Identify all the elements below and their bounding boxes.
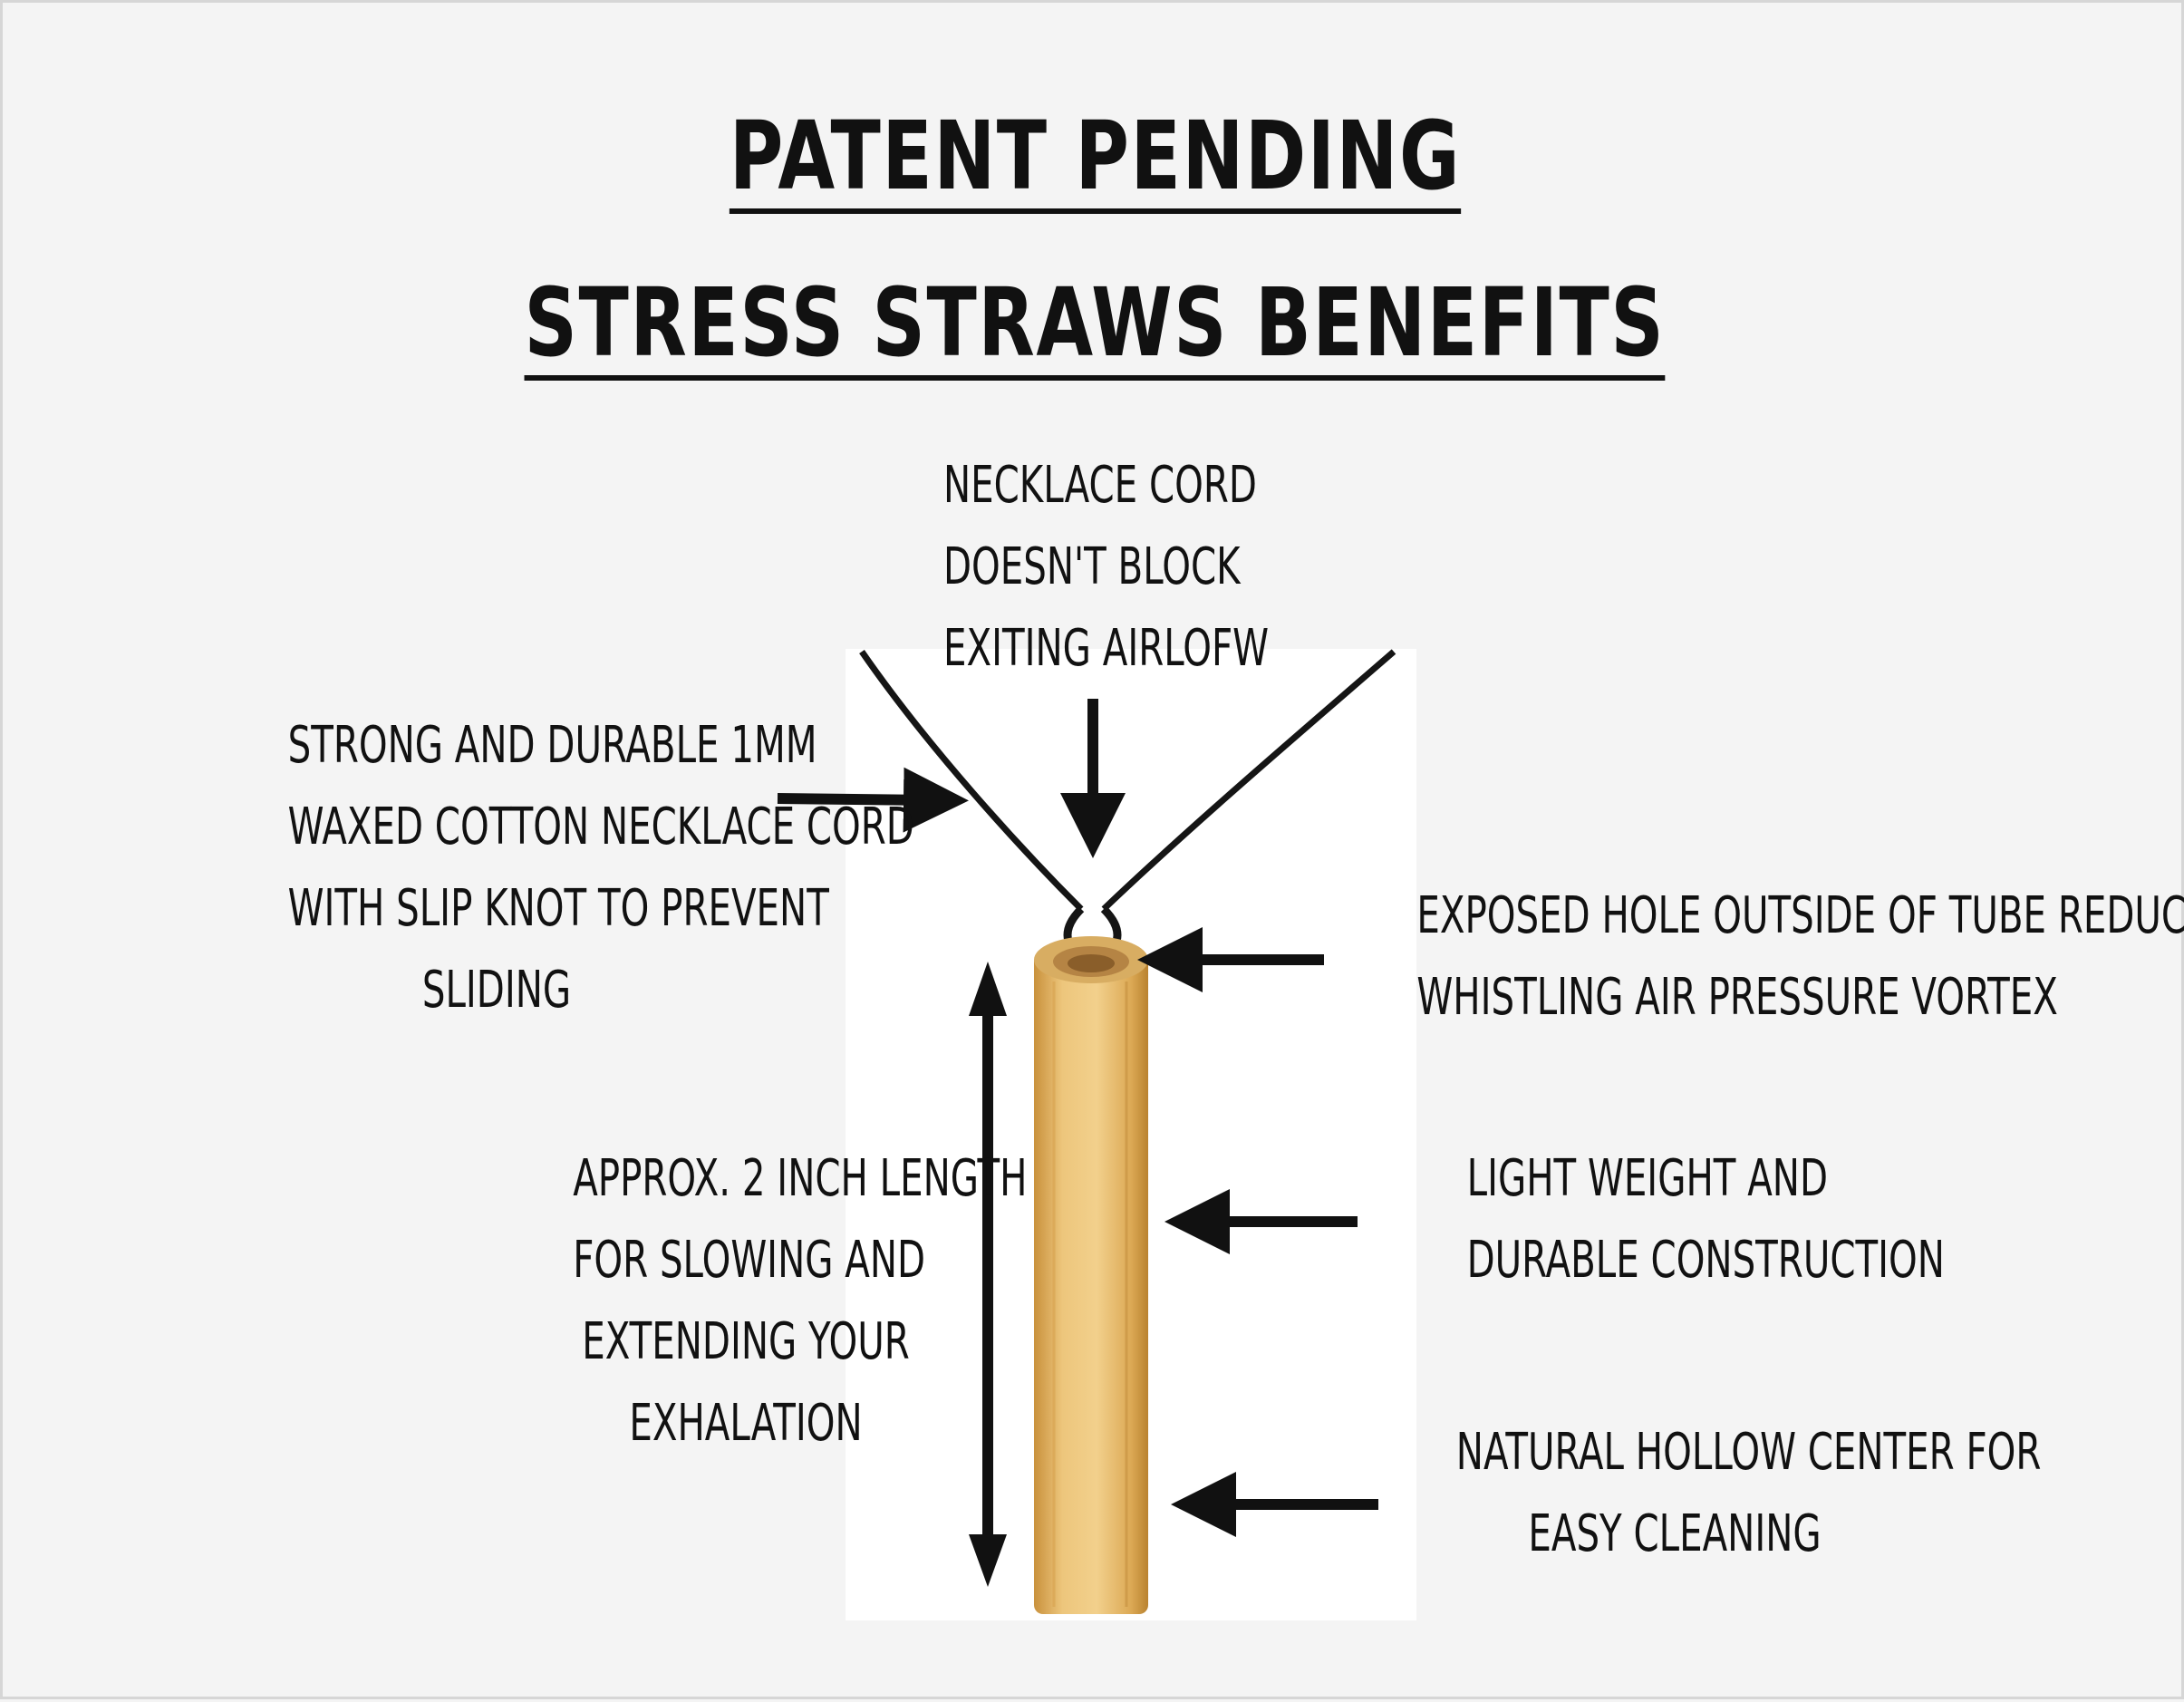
- callout-cord-top: NECKLACE CORD DOESN'T BLOCK EXITING AIRL…: [943, 456, 1270, 678]
- arrow-right-icon: [777, 767, 969, 833]
- callout-length: APPROX. 2 INCH LENGTH FOR SLOWING AND EX…: [573, 1149, 1028, 1453]
- callout-light-weight: LIGHT WEIGHT AND DURABLE CONSTRUCTION: [1466, 1149, 1945, 1290]
- title-line-2: STRESS STRAWS BENEFITS: [524, 267, 1666, 378]
- double-arrow-vertical-icon: [969, 962, 1007, 1587]
- callout-cord-material: STRONG AND DURABLE 1MM WAXED COTTON NECK…: [287, 716, 914, 1020]
- bamboo-straw-image: [1034, 936, 1148, 1614]
- product-diagram: [777, 649, 1396, 1614]
- callout-hollow-center: NATURAL HOLLOW CENTER FOR EASY CLEANING: [1455, 1423, 2042, 1563]
- callout-exposed-hole: EXPOSED HOLE OUTSIDE OF TUBE REDUCES WHI…: [1416, 886, 2184, 1027]
- title-line-1: PATENT PENDING: [729, 101, 1461, 211]
